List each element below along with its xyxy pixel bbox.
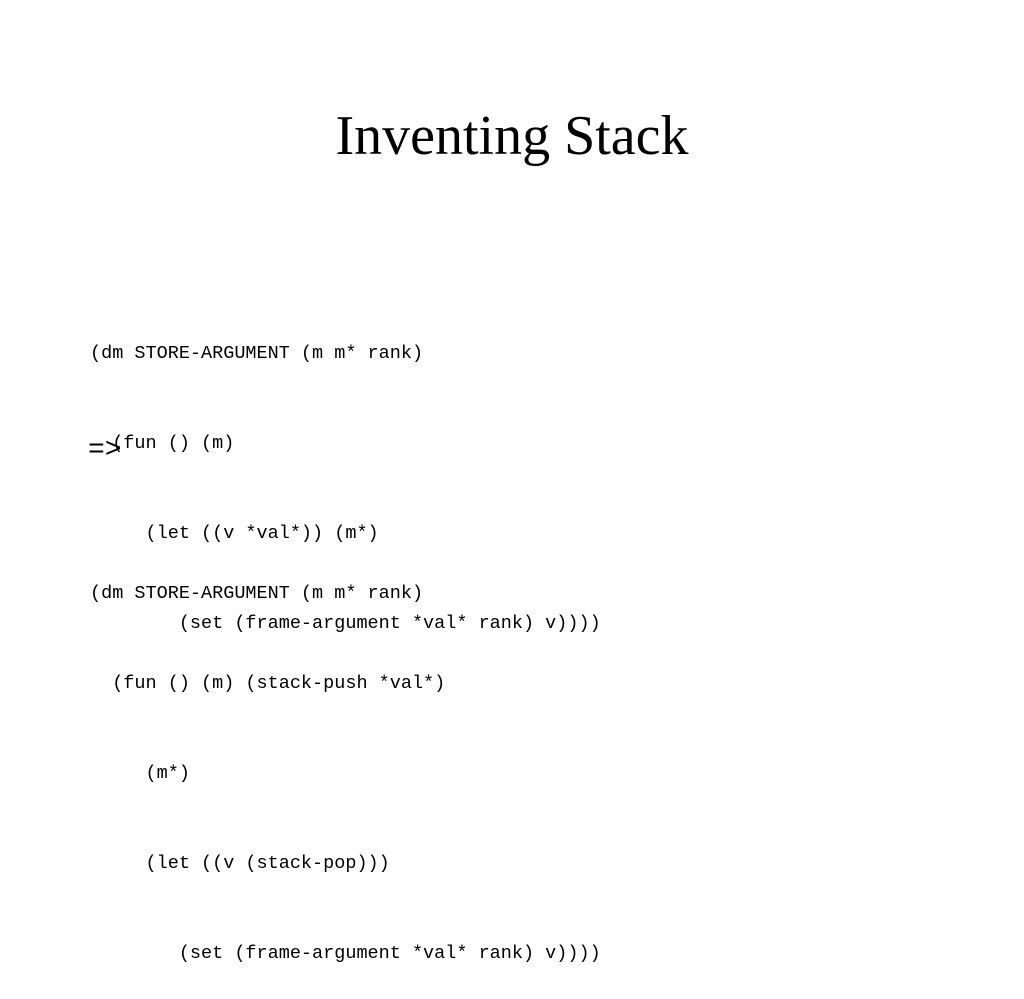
code-line: (let ((v *val*)) (m*): [90, 523, 379, 544]
code-line: (fun () (m): [90, 433, 235, 454]
code-line: (dm STORE-ARGUMENT (m m* rank): [90, 583, 424, 604]
code-line: (set (frame-argument *val* rank) v)))): [90, 943, 601, 964]
slide-title: Inventing Stack: [335, 105, 689, 167]
code-line: (let ((v (stack-pop))): [90, 853, 390, 874]
code-block-before: (dm STORE-ARGUMENT (m m* rank) (fun () (…: [90, 279, 601, 669]
code-line: (dm STORE-ARGUMENT (m m* rank): [90, 343, 424, 364]
code-line: (set (frame-argument *val* rank) v)))): [90, 613, 601, 634]
code-line: (m*): [90, 763, 190, 784]
code-block-after: (dm STORE-ARGUMENT (m m* rank) (fun () (…: [90, 519, 601, 999]
transform-arrow: =>: [88, 435, 122, 466]
code-line: (fun () (m) (stack-push *val*): [90, 673, 446, 694]
